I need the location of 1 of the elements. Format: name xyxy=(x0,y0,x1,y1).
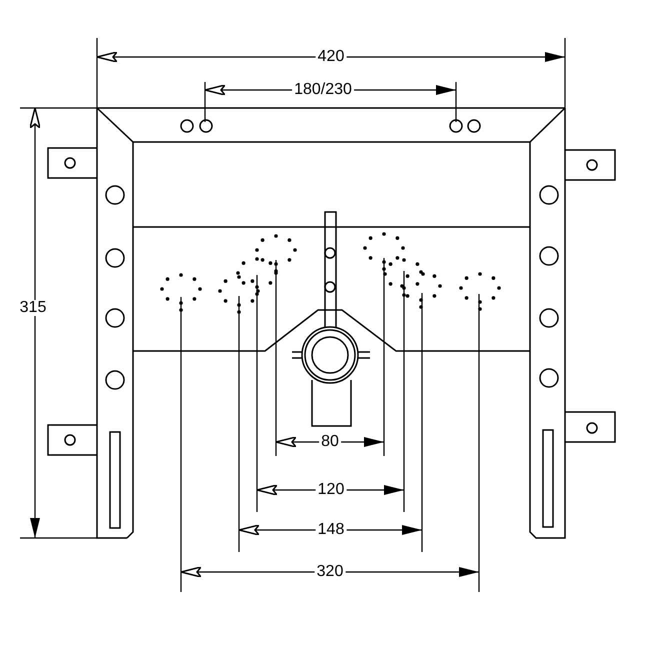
dimension-label: 315 xyxy=(18,300,48,316)
